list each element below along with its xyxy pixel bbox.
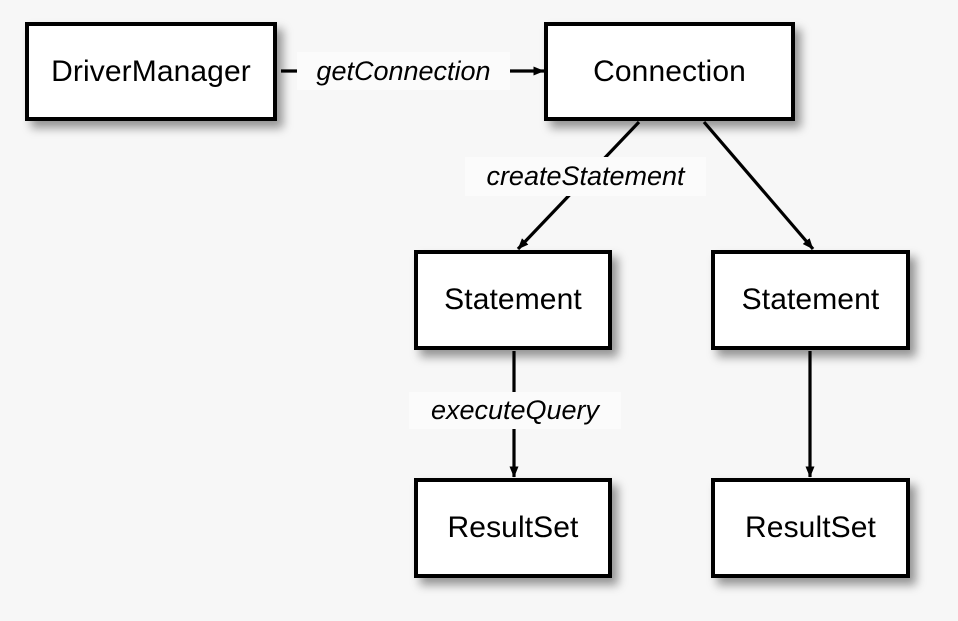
node-connection[interactable]: Connection [544, 22, 795, 121]
node-statement-left[interactable]: Statement [414, 250, 612, 350]
node-driver-manager[interactable]: DriverManager [25, 22, 277, 121]
node-label-resultset-left: ResultSet [447, 511, 579, 544]
node-resultset-right[interactable]: ResultSet [711, 478, 910, 578]
node-label-statement-right: Statement [741, 283, 880, 316]
node-label-driver-manager: DriverManager [51, 54, 251, 88]
edge-label-get-connection: getConnection [297, 52, 510, 90]
node-label-resultset-right: ResultSet [745, 511, 876, 544]
node-label-statement-left: Statement [444, 283, 582, 316]
edge-label-create-statement: createStatement [465, 157, 706, 196]
node-resultset-left[interactable]: ResultSet [414, 478, 612, 578]
node-statement-right[interactable]: Statement [711, 250, 910, 350]
node-label-connection: Connection [593, 54, 746, 88]
edge-label-text-get-connection: getConnection [316, 55, 491, 86]
edge-label-text-create-statement: createStatement [486, 161, 685, 191]
edge-label-text-execute-query: executeQuery [430, 395, 600, 425]
edge-connection-to-statement-right [702, 120, 815, 251]
edge-label-execute-query: executeQuery [409, 392, 621, 429]
